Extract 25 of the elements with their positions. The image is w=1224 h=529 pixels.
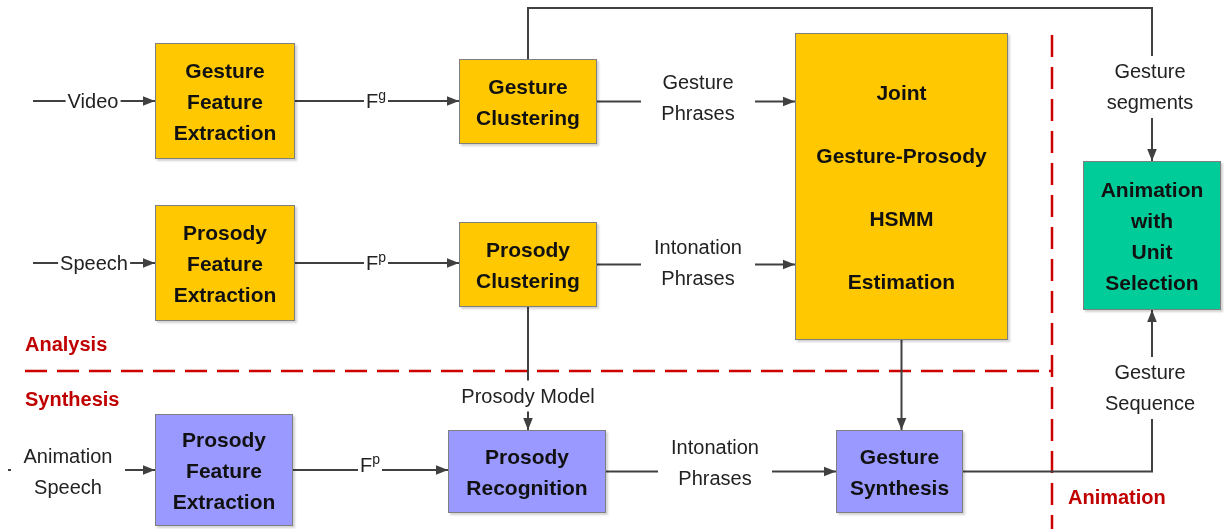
process-box — [836, 430, 963, 513]
process-box — [155, 414, 293, 526]
box-label: Gesture Synthesis — [848, 443, 951, 501]
box-label: Prosody Recognition — [465, 443, 589, 501]
box-label: Joint Gesture-Prosody HSMM Estimation — [815, 79, 988, 295]
process-box — [448, 430, 606, 513]
box-label: Prosody Feature Extraction — [171, 426, 277, 515]
box-label: Gesture Clustering — [475, 73, 581, 131]
arrow — [527, 7, 1157, 162]
section-label: Synthesis — [25, 388, 120, 411]
arrow — [896, 339, 907, 431]
process-box — [459, 222, 597, 307]
edge-label: Gesture segments — [1104, 56, 1196, 118]
process-box — [155, 205, 295, 321]
process-box — [1083, 161, 1221, 310]
box-label: Prosody Clustering — [475, 236, 581, 294]
process-box — [459, 59, 597, 144]
box-label: Animation with Unit Selection — [1099, 176, 1205, 296]
section-label: Analysis — [25, 333, 108, 356]
process-box — [795, 33, 1008, 340]
box-label: Gesture Feature Extraction — [172, 57, 278, 146]
section-label: Animation — [1068, 486, 1166, 509]
edge-label: Prosody Model — [459, 380, 597, 412]
box-label: Prosody Feature Extraction — [172, 219, 278, 308]
process-box — [155, 43, 295, 159]
